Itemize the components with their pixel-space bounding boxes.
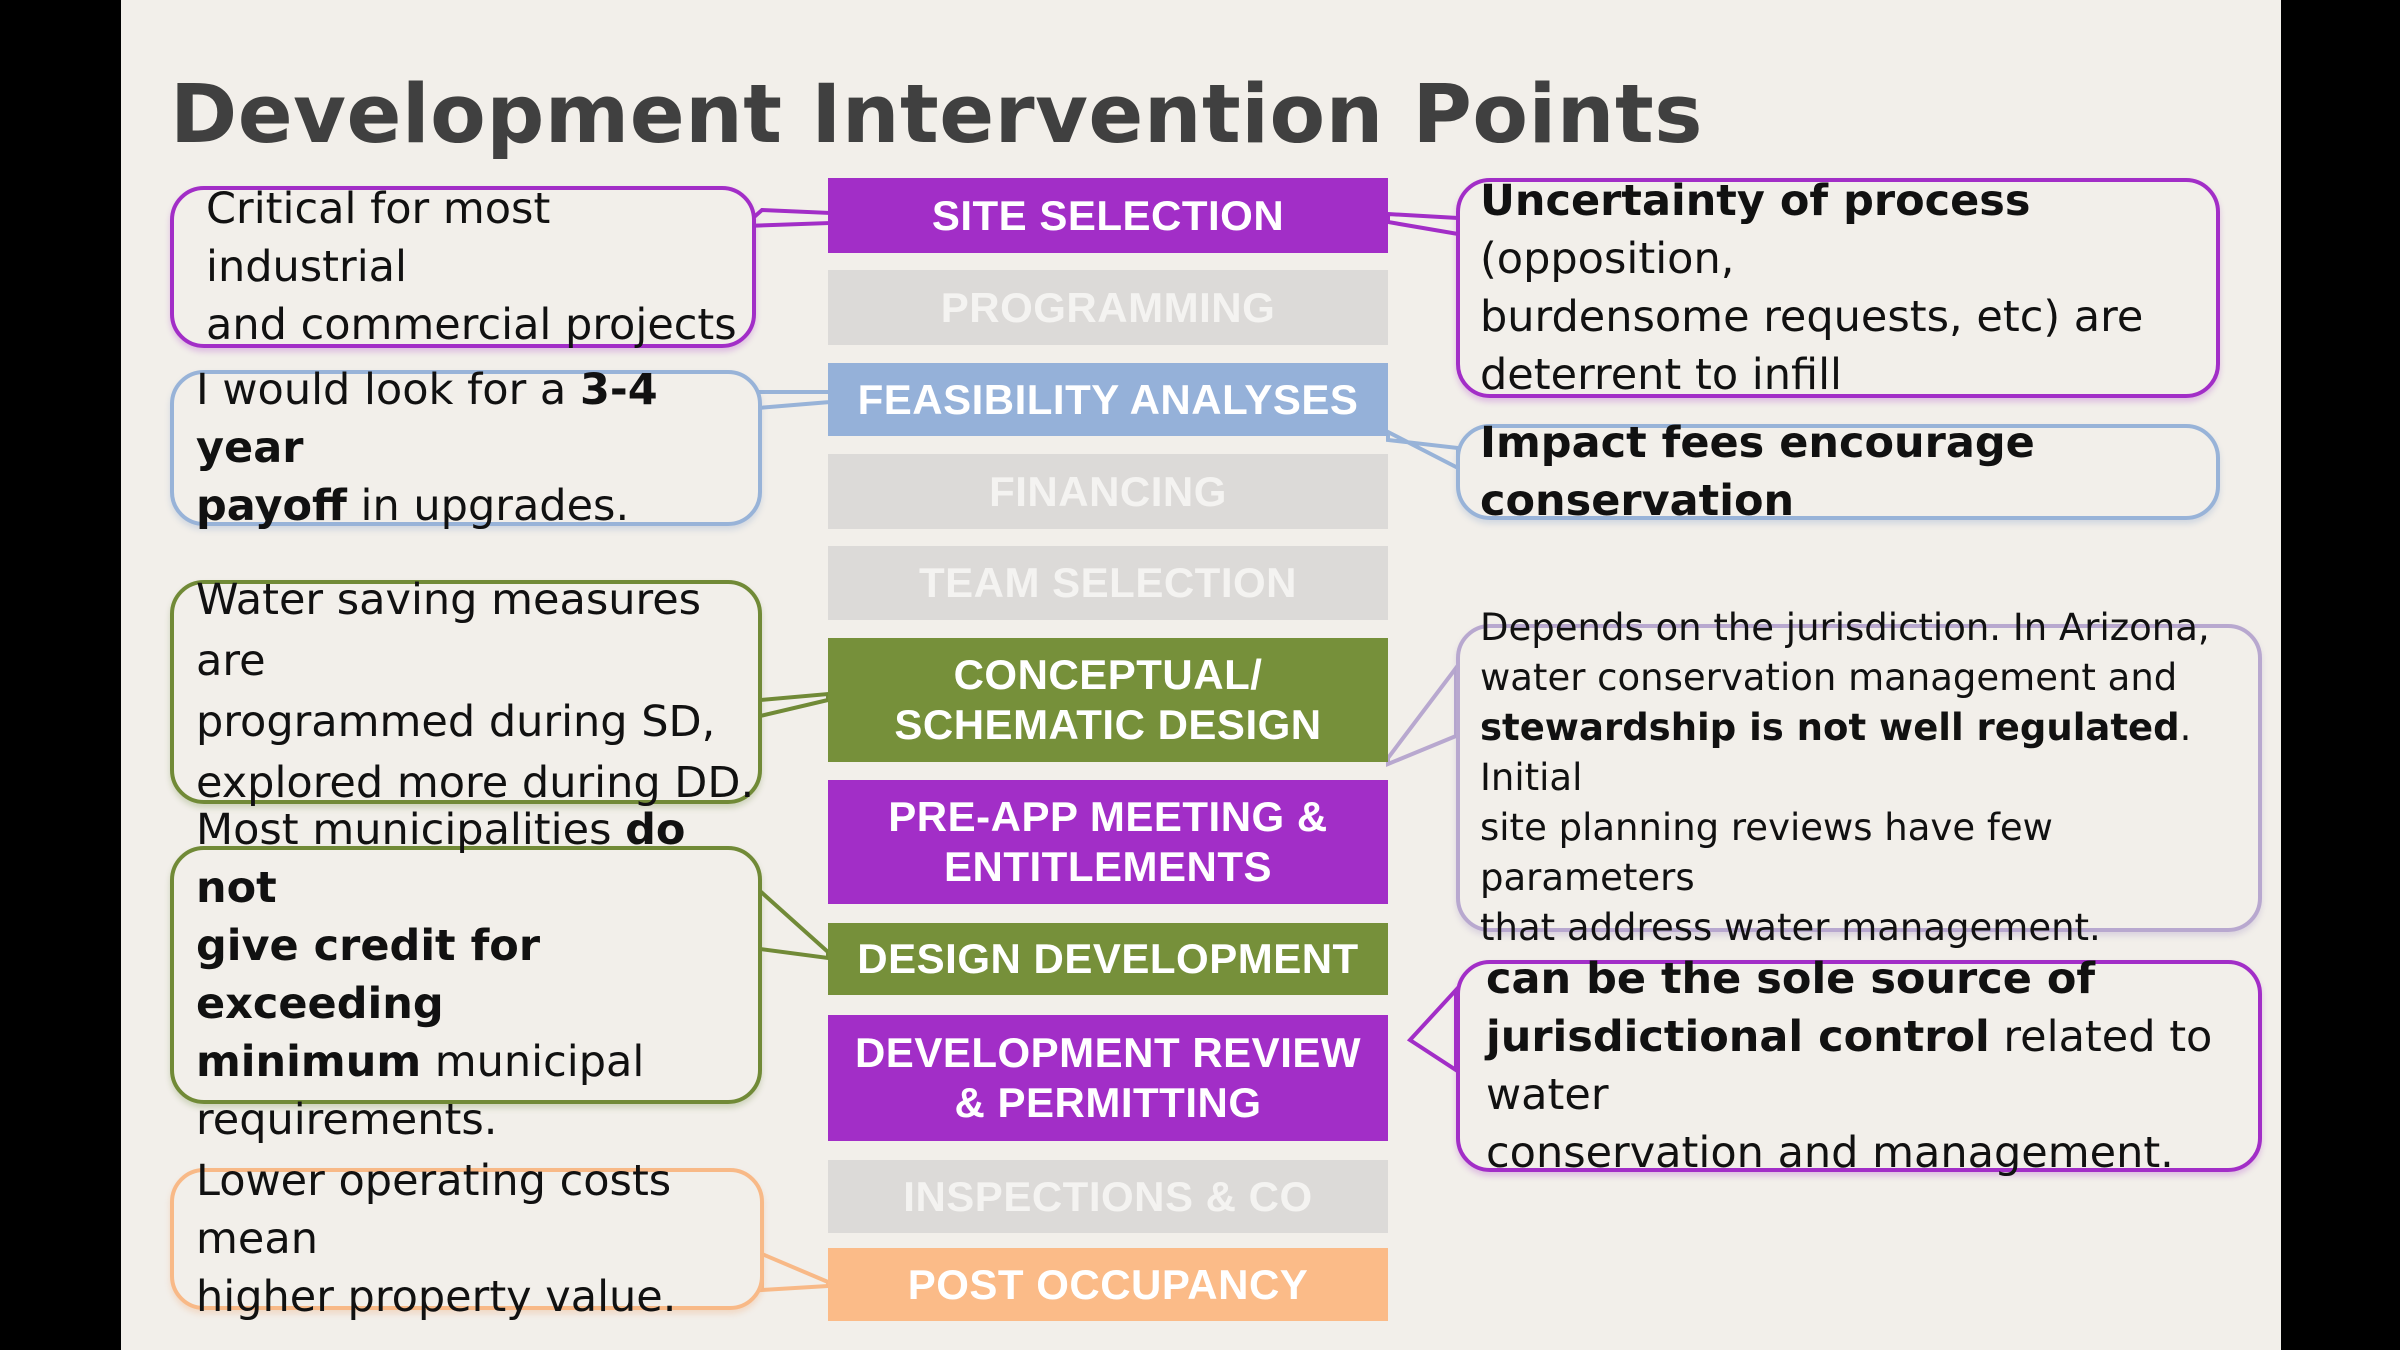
callout-municipalities: Most municipalities do not give credit f…	[170, 805, 762, 1145]
stage-financing: FINANCING	[828, 454, 1388, 529]
callout-water-saving: Water saving measures are programmed dur…	[170, 575, 762, 808]
callout-emphasis: stewardship is not well regulated	[1480, 706, 2180, 749]
stage-label: DESIGN DEVELOPMENT	[857, 935, 1359, 982]
stage-label: POST OCCUPANCY	[907, 1260, 1309, 1308]
stage-development-review-permitting: DEVELOPMENT REVIEW & PERMITTING	[828, 1015, 1388, 1141]
stage-label: FINANCING	[989, 467, 1227, 515]
callout-line: can be the sole source of	[1486, 950, 2258, 1008]
callout-line: that address water management.	[1480, 906, 2101, 949]
callout-line: Uncertainty of process (opposition,	[1480, 172, 2216, 288]
stage-inspections-co: INSPECTIONS & CO	[828, 1160, 1388, 1233]
callout-operating-costs: Lower operating costs mean higher proper…	[170, 1156, 764, 1322]
stage-label: TEAM SELECTION	[918, 559, 1297, 606]
callout-line: and commercial projects	[206, 300, 737, 350]
connector-site-selection	[738, 207, 833, 229]
slide-title: Development Intervention Points	[170, 68, 1703, 162]
callout-line: Impact fees encourage conservation	[1480, 414, 2216, 530]
callout-impact-fees: Impact fees encourage conservation	[1456, 418, 2220, 526]
callout-line: I would look for a 3-4 year	[196, 361, 758, 477]
stage-team-selection: TEAM SELECTION	[828, 546, 1388, 620]
callout-emphasis: can be the sole source of	[1486, 954, 2096, 1004]
callout-jurisdiction: Depends on the jurisdiction. In Arizona,…	[1456, 606, 2262, 949]
callout-text: (opposition,	[1480, 234, 1735, 284]
stage-label: PROGRAMMING	[940, 283, 1276, 331]
callout-line: requirements.	[196, 1095, 498, 1145]
callout-line: give credit for exceeding	[196, 917, 758, 1033]
callout-line: Critical for most industrial	[206, 184, 551, 292]
callout-line: water conservation management and	[1480, 656, 2178, 699]
callout-line: site planning reviews have few parameter…	[1480, 806, 2053, 899]
callout-uncertainty: Uncertainty of process (opposition, burd…	[1456, 176, 2220, 400]
callout-emphasis: minimum	[196, 1037, 422, 1087]
callout-emphasis: jurisdictional control	[1486, 1012, 1990, 1062]
callout-line: jurisdictional control related to water	[1486, 1008, 2258, 1124]
callout-line: payoff in upgrades.	[196, 477, 758, 535]
callout-payoff: I would look for a 3-4 year payoff in up…	[170, 365, 762, 531]
callout-line: minimum municipal	[196, 1033, 758, 1091]
callout-line: deterrent to infill	[1480, 350, 1842, 400]
connector-post-occupancy	[760, 1250, 830, 1293]
connector-pre-app	[1386, 662, 1458, 767]
callout-line: burdensome requests, etc) are	[1480, 292, 2144, 342]
connector-dev-review	[1406, 984, 1458, 1074]
connector-site-selection-right	[1386, 211, 1460, 237]
callout-sole-source: can be the sole source of jurisdictional…	[1456, 954, 2262, 1178]
callout-line: Lower operating costs mean	[196, 1156, 672, 1264]
connector-impact-fees	[1386, 428, 1460, 472]
callout-emphasis: give credit for exceeding	[196, 921, 541, 1029]
callout-emphasis: Uncertainty of process	[1480, 176, 2031, 226]
callout-text: I would look for a	[196, 365, 580, 415]
stage-post-occupancy: POST OCCUPANCY	[828, 1248, 1388, 1321]
callout-line: programmed during SD,	[196, 697, 716, 747]
callout-line: Most municipalities do not	[196, 801, 758, 917]
callout-text: in upgrades.	[346, 481, 630, 531]
callout-line: stewardship is not well regulated. Initi…	[1480, 703, 2258, 803]
connector-conceptual	[758, 691, 830, 719]
stage-programming: PROGRAMMING	[828, 270, 1388, 345]
stage-label-line: DEVELOPMENT REVIEW	[854, 1029, 1362, 1076]
callout-emphasis: do not	[196, 805, 686, 913]
callout-text: Most municipalities	[196, 805, 626, 855]
callout-text: municipal	[421, 1037, 645, 1087]
stage-label-line: ENTITLEMENTS	[944, 843, 1272, 890]
stage-label: SITE SELECTION	[931, 191, 1285, 239]
callout-line: Depends on the jurisdiction. In Arizona,	[1480, 606, 2210, 649]
stage-design-development: DESIGN DEVELOPMENT	[828, 923, 1388, 995]
stage-conceptual-schematic-design: CONCEPTUAL/ SCHEMATIC DESIGN	[828, 638, 1388, 762]
stage-label-line: PRE-APP MEETING &	[888, 793, 1328, 840]
callout-emphasis: Impact fees encourage conservation	[1480, 418, 2035, 526]
callout-line: higher property value.	[196, 1272, 677, 1322]
callout-line: Water saving measures are	[196, 575, 702, 686]
callout-line: explored more during DD.	[196, 758, 755, 808]
stage-label: INSPECTIONS & CO	[903, 1172, 1313, 1220]
connector-design-development	[758, 886, 830, 961]
stage-pre-app-meeting-entitlements: PRE-APP MEETING & ENTITLEMENTS	[828, 780, 1388, 904]
stage-label: FEASIBILITY ANALYSES	[857, 375, 1359, 423]
stage-label-line: & PERMITTING	[954, 1079, 1262, 1126]
stage-label-line: SCHEMATIC DESIGN	[894, 701, 1322, 748]
callout-text: related to water	[1486, 1012, 2213, 1120]
stage-feasibility-analyses: FEASIBILITY ANALYSES	[828, 363, 1388, 436]
callout-industrial-commercial: Critical for most industrial and commerc…	[170, 184, 756, 350]
stage-site-selection: SITE SELECTION	[828, 178, 1388, 253]
callout-line: conservation and management.	[1486, 1128, 2174, 1178]
callout-emphasis: 3-4 year	[196, 365, 658, 473]
callout-text: . Initial	[1480, 706, 2192, 799]
callout-emphasis: payoff	[196, 481, 347, 531]
stage-label-line: CONCEPTUAL/	[953, 651, 1263, 698]
connector-feasibility	[756, 390, 832, 411]
